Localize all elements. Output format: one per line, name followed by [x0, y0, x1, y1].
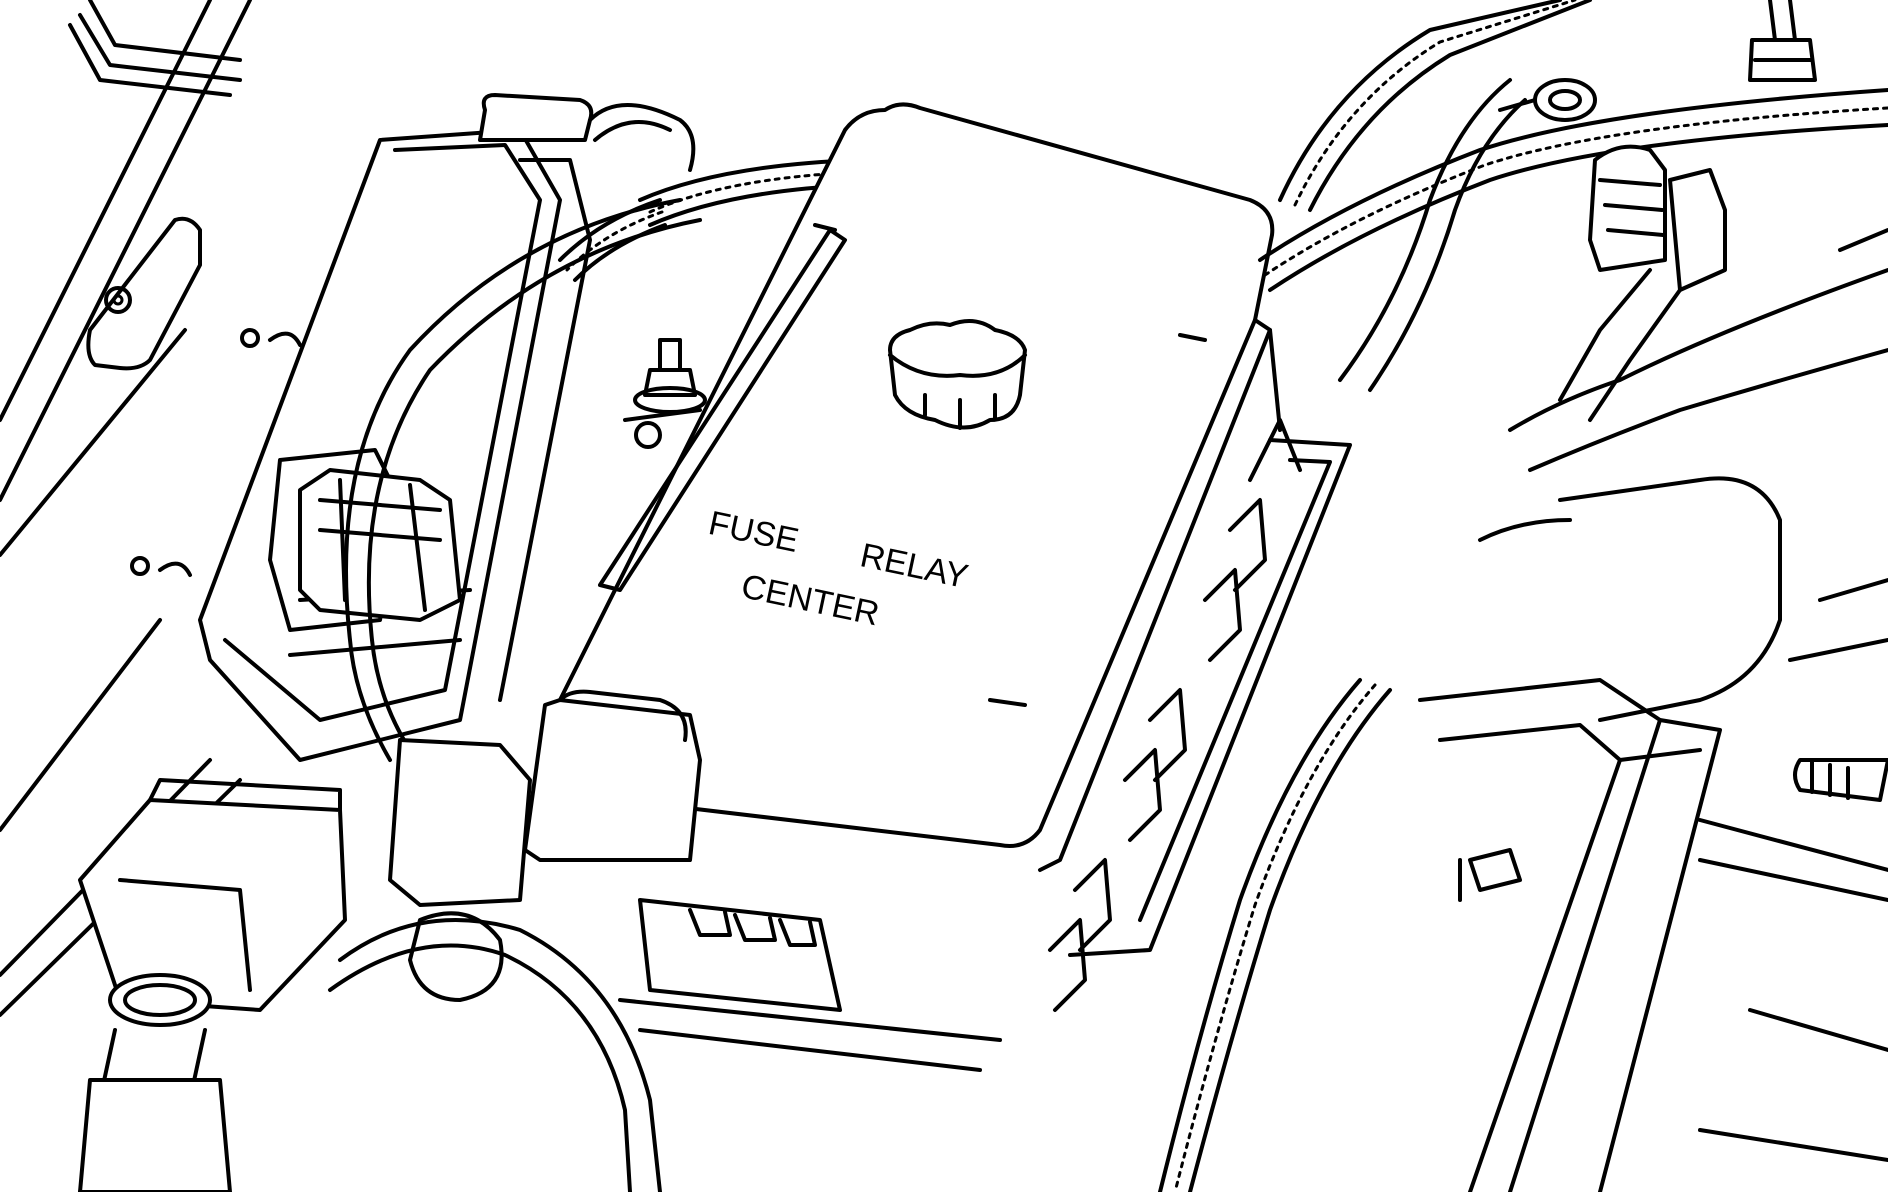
fender-bolts: [130, 328, 302, 577]
lower-relay-block: [388, 689, 1002, 1072]
right-frame-rails: [1418, 678, 1888, 1192]
sensor-connector: [1558, 144, 1727, 422]
corrugated-harness-vertical: [1158, 678, 1392, 1192]
bottom-cable: [328, 911, 662, 1192]
bolt-icon: [104, 286, 132, 314]
hose-fitting: [478, 93, 696, 172]
right-harness-bundle: [1258, 0, 1888, 392]
far-right-panel: [1788, 228, 1888, 662]
left-housing: [198, 128, 592, 762]
right-stud: [1793, 758, 1888, 802]
side-relay-rail: [1048, 418, 1352, 1012]
stud-bolt: [623, 338, 707, 449]
right-strut: [1478, 268, 1888, 722]
bolt-icon: [130, 556, 150, 576]
fender-bracket: [86, 216, 202, 371]
lower-right-bolt: [1458, 848, 1522, 902]
harness-clip: [1498, 78, 1597, 122]
fuse-box-cap: [888, 319, 1027, 430]
top-right-fitting: [1748, 0, 1817, 82]
bolt-icon: [240, 328, 260, 348]
left-switch-module: [78, 778, 347, 1192]
fuse-relay-center-box: [558, 102, 1282, 872]
